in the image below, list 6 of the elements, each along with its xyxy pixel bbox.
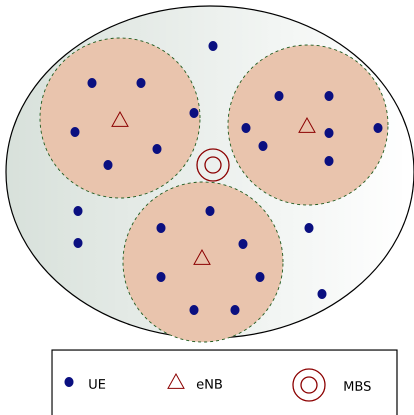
legend-label: eNB	[196, 379, 222, 389]
small-cell-area	[228, 44, 388, 206]
legend-label: UE	[89, 379, 106, 389]
small-cell-area	[122, 182, 284, 342]
small-cell-area	[40, 38, 200, 198]
legend-label: MBS	[344, 381, 371, 391]
